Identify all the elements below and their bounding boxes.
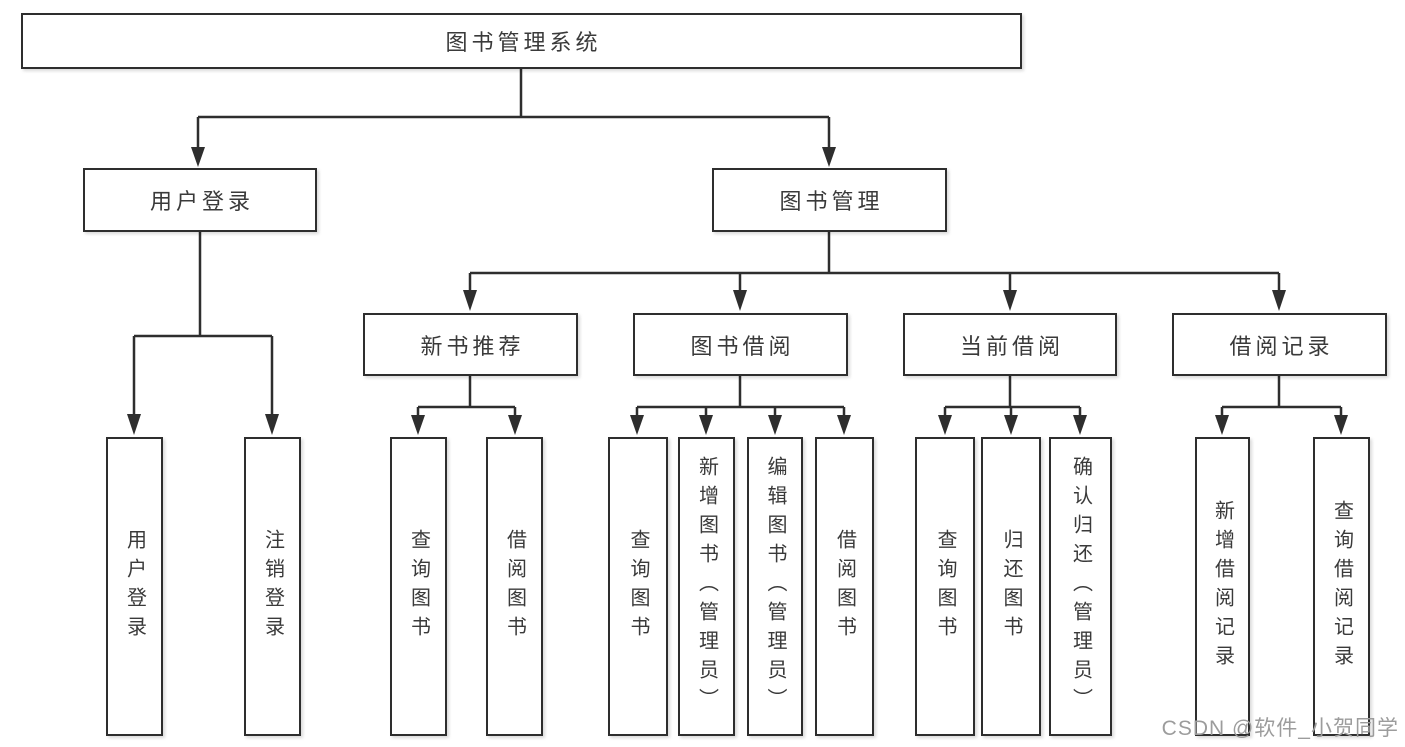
connector-records-to-leaves (1220, 376, 1343, 418)
leaf-query-books-borrow: 查询图书 (608, 437, 668, 736)
leaf-borrow-books: 借阅图书 (815, 437, 874, 736)
connector-bookborrow-to-leaves (635, 376, 846, 418)
node-borrowing-records: 借阅记录 (1172, 313, 1387, 376)
node-user-login: 用户登录 (83, 168, 317, 232)
node-current-borrowing: 当前借阅 (903, 313, 1117, 376)
leaf-confirm-return-admin: 确认归还（管理员） (1049, 437, 1112, 736)
leaf-query-books-current: 查询图书 (915, 437, 975, 736)
node-book-management: 图书管理 (712, 168, 947, 232)
connector-newbooks-to-leaves (416, 376, 517, 418)
leaf-add-books-admin: 新增图书（管理员） (678, 437, 735, 736)
node-new-book-recommend: 新书推荐 (363, 313, 578, 376)
leaf-query-books-recommend: 查询图书 (390, 437, 447, 736)
leaf-add-borrow-record: 新增借阅记录 (1195, 437, 1250, 736)
leaf-logout: 注销登录 (244, 437, 301, 736)
leaf-return-books: 归还图书 (981, 437, 1041, 736)
leaf-query-borrow-record: 查询借阅记录 (1313, 437, 1370, 736)
connector-userlogin-to-leaves (132, 232, 274, 416)
node-book-borrowing: 图书借阅 (633, 313, 848, 376)
leaf-borrow-books-recommend: 借阅图书 (486, 437, 543, 736)
leaf-edit-books-admin: 编辑图书（管理员） (747, 437, 803, 736)
arrowheads (127, 147, 1348, 435)
connector-bookmgmt-to-level3 (468, 232, 1281, 292)
connector-root-to-level2 (196, 68, 831, 149)
leaf-user-login: 用户登录 (106, 437, 163, 736)
node-library-system: 图书管理系统 (21, 13, 1022, 69)
csdn-watermark: CSDN @软件_小贺同学 (1161, 717, 1399, 740)
connector-current-to-leaves (943, 376, 1082, 418)
